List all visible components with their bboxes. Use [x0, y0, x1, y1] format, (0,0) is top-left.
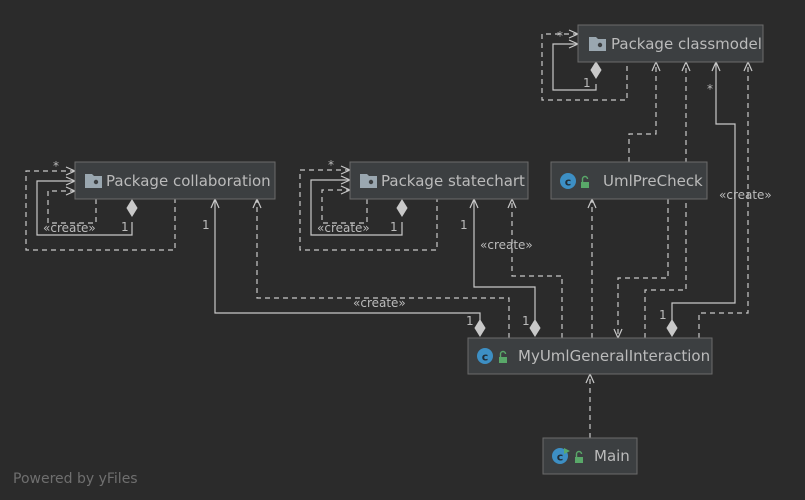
label-state-self-many: *	[328, 158, 334, 172]
powered-by-footer: Powered by yFiles	[13, 471, 138, 487]
node-package-collaboration[interactable]: Package collaboration	[74, 161, 276, 200]
arrow-general-collaboration-create	[252, 197, 262, 209]
svg-text:c: c	[557, 451, 564, 464]
edge-classmodel-self-create	[541, 33, 628, 101]
folder-icon	[589, 37, 606, 51]
diamond-general-statechart	[529, 319, 541, 337]
lock-icon	[499, 350, 507, 363]
node-label: Package classmodel	[611, 35, 762, 53]
edge-general-statechart-create	[511, 199, 563, 338]
node-class-umlprecheck[interactable]: c UmlPreCheck	[550, 161, 708, 200]
edge-general-classmodel-dep	[644, 62, 687, 338]
edge-statechart-self-assoc	[310, 179, 403, 236]
edge-general-classmodel-create	[698, 62, 749, 338]
runnable-class-icon: c	[552, 448, 570, 464]
folder-icon	[85, 174, 102, 188]
lock-icon	[575, 450, 583, 463]
edge-umlprecheck-general	[617, 199, 669, 338]
folder-icon	[360, 174, 377, 188]
label-state-self-one: 1	[390, 220, 398, 234]
label-general-classmodel-create: «create»	[719, 188, 772, 202]
class-icon: c	[560, 173, 576, 189]
edge-classmodel-self-assoc	[552, 43, 597, 91]
label-collab-self-many: *	[53, 159, 59, 173]
node-label: Main	[594, 447, 630, 465]
svg-text:c: c	[482, 351, 489, 364]
label-general-collab-end-one: 1	[466, 314, 474, 328]
edges	[25, 29, 753, 438]
diamond-statechart-self	[396, 199, 408, 217]
label-classmodel-self-one: 1	[583, 76, 591, 90]
lock-icon	[581, 175, 589, 188]
edge-collaboration-self-create-2	[47, 190, 97, 224]
node-package-statechart[interactable]: Package statechart	[349, 161, 529, 200]
diamond-collaboration-self	[126, 199, 138, 217]
node-label: Package collaboration	[106, 172, 271, 190]
edge-collaboration-self-assoc	[36, 180, 133, 236]
diamond-classmodel-self	[590, 61, 602, 79]
edge-general-collaboration-create	[256, 199, 510, 338]
label-general-collab-create: «create»	[353, 296, 406, 310]
label-collab-self-one: 1	[121, 220, 129, 234]
label-general-classmodel-many: *	[707, 82, 713, 96]
node-label: UmlPreCheck	[603, 172, 703, 190]
edge-collaboration-self-create	[25, 170, 176, 251]
node-package-classmodel[interactable]: Package classmodel	[577, 24, 764, 63]
edge-umlprecheck-classmodel	[628, 62, 657, 162]
label-state-self-create: «create»	[317, 221, 370, 235]
label-general-classmodel-end-one: 1	[659, 308, 667, 322]
edge-statechart-self-create-2	[321, 189, 368, 224]
label-general-state-one: 1	[460, 218, 468, 232]
edge-general-collaboration-assoc	[214, 199, 481, 320]
node-class-main[interactable]: c Main	[542, 437, 638, 475]
edge-general-classmodel-assoc	[671, 62, 736, 320]
arrow-state-self-3	[340, 185, 352, 195]
label-collab-self-create: «create»	[43, 221, 96, 235]
label-general-state-end-one: 1	[522, 314, 530, 328]
diamond-general-collaboration	[474, 319, 486, 337]
label-general-collab-one: 1	[202, 218, 210, 232]
edge-general-statechart-assoc	[473, 199, 536, 320]
svg-text:c: c	[565, 176, 572, 189]
edge-labels: * 1 * «create» 1 1 * «create» 1 1 «creat…	[43, 29, 772, 328]
node-label: Package statechart	[381, 172, 525, 190]
edge-statechart-self-create	[299, 169, 438, 251]
label-general-state-create: «create»	[480, 238, 533, 252]
node-class-myumlgeneralinteraction[interactable]: c MyUmlGeneralInteraction	[467, 337, 713, 375]
label-classmodel-self-many: *	[557, 29, 563, 43]
node-label: MyUmlGeneralInteraction	[518, 347, 710, 365]
class-icon: c	[477, 348, 493, 364]
arrow-general-umlprecheck	[587, 197, 597, 209]
diamond-general-classmodel	[666, 319, 678, 337]
